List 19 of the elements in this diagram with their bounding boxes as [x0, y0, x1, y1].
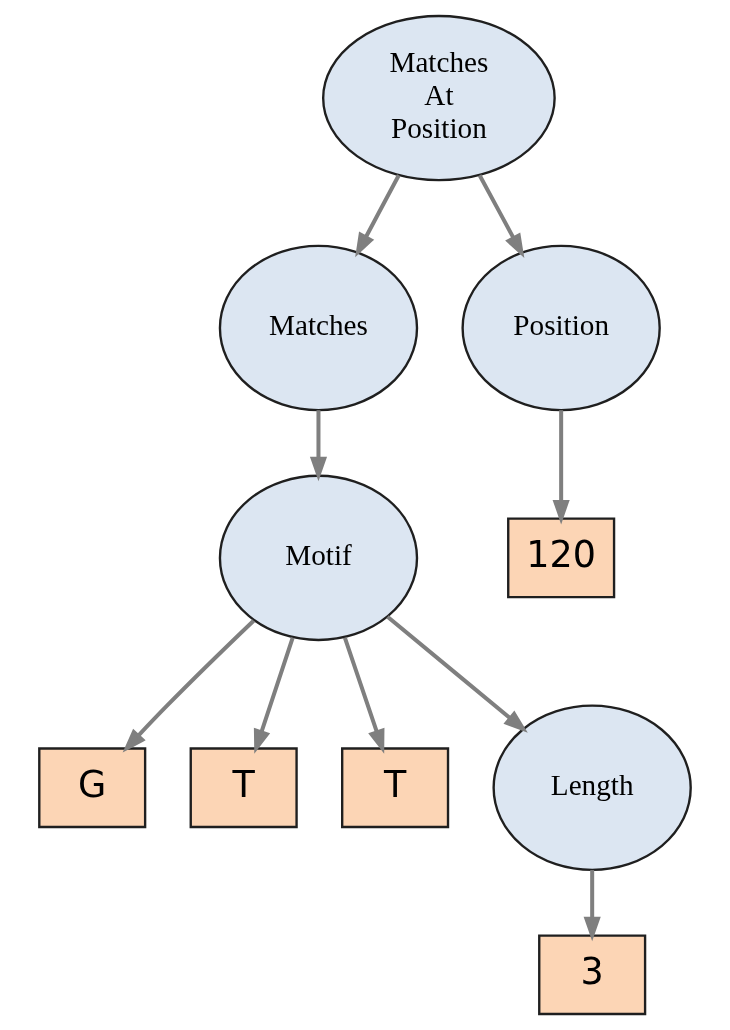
node-ellipse: Length [492, 704, 692, 872]
node-box: G [38, 747, 147, 829]
node-box: T [341, 747, 450, 829]
arrow [309, 410, 328, 482]
arrow [477, 174, 525, 258]
node-box: T [189, 747, 298, 829]
arrow [355, 174, 401, 258]
node-box: 120 [507, 517, 616, 599]
arrow [386, 615, 528, 733]
node-ellipse: Matches At Position [322, 14, 556, 182]
arrow [342, 636, 385, 754]
node-ellipse: Motif [218, 474, 419, 642]
arrow [552, 410, 570, 525]
arrow [253, 636, 295, 754]
node-box: 3 [538, 934, 647, 1016]
arrow [583, 870, 601, 942]
arrow [122, 619, 255, 753]
node-ellipse: Matches [218, 244, 419, 412]
node-ellipse: Position [461, 244, 661, 412]
